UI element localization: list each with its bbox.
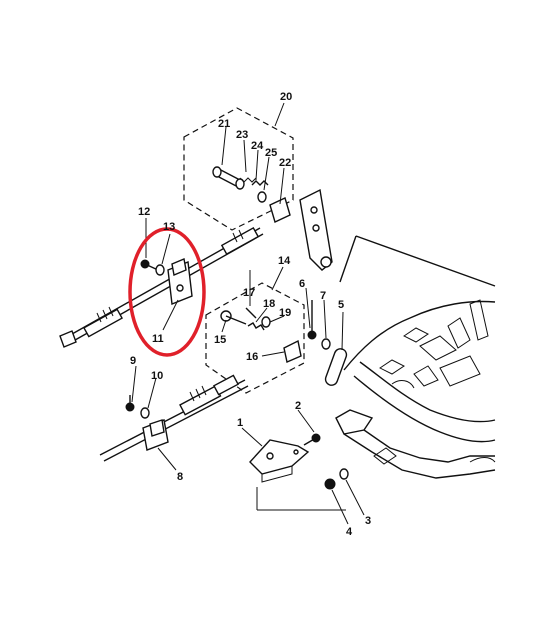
spring-23 xyxy=(239,177,257,183)
callout-8: 8 xyxy=(177,471,183,483)
bolt-12 xyxy=(140,259,159,271)
lower-shift-cable xyxy=(99,374,249,462)
joint-16 xyxy=(283,339,302,363)
bolt-17 xyxy=(245,307,257,319)
callout-21: 21 xyxy=(218,118,230,130)
callout-15: 15 xyxy=(214,334,226,346)
callout-19: 19 xyxy=(279,307,291,319)
callout-9: 9 xyxy=(130,355,136,367)
highlight-ellipse xyxy=(128,227,206,357)
group-20-dashed-box xyxy=(183,102,294,231)
callout-22: 22 xyxy=(279,157,291,169)
bolt-2 xyxy=(303,433,321,446)
callout-23: 23 xyxy=(236,129,248,141)
pin-15 xyxy=(220,310,247,325)
callout-1: 1 xyxy=(237,417,243,429)
callout-13: 13 xyxy=(163,221,175,233)
upper-throttle-cable xyxy=(59,226,264,348)
washer-10 xyxy=(140,407,150,419)
callout-12: 12 xyxy=(138,206,150,218)
leader-lines xyxy=(131,126,365,525)
callout-11: 11 xyxy=(152,333,164,345)
callout-14: 14 xyxy=(278,255,291,267)
callout-2: 2 xyxy=(295,400,301,412)
callout-3: 3 xyxy=(365,515,371,527)
callout-4: 4 xyxy=(346,526,353,538)
bracket-8 xyxy=(142,419,169,451)
pin-21 xyxy=(212,166,245,190)
nut-4 xyxy=(324,478,336,490)
callout-16: 16 xyxy=(246,351,258,363)
bolt-6 xyxy=(307,300,317,340)
callout-17: 17 xyxy=(243,287,255,299)
washer-7 xyxy=(321,338,331,350)
engine-housing xyxy=(335,235,496,479)
callout-20: 20 xyxy=(280,91,292,103)
callout-labels: 1 2 3 4 5 6 7 8 9 10 11 12 13 14 15 16 1… xyxy=(130,91,371,538)
callout-10: 10 xyxy=(151,370,163,382)
washer-13 xyxy=(155,264,165,276)
link-5 xyxy=(324,348,348,386)
throttle-arm xyxy=(299,188,333,271)
bolt-9 xyxy=(125,395,135,412)
callout-18: 18 xyxy=(263,298,275,310)
washer-3 xyxy=(339,468,349,480)
bracket-11 xyxy=(167,258,193,305)
plate-1 xyxy=(249,439,310,507)
callout-7: 7 xyxy=(320,290,326,302)
group-14-dashed-box xyxy=(205,266,305,394)
callout-25: 25 xyxy=(265,147,277,159)
callout-24: 24 xyxy=(251,140,264,152)
callout-6: 6 xyxy=(299,278,305,290)
spring-18 xyxy=(247,322,265,331)
washer-25 xyxy=(257,191,267,203)
callout-5: 5 xyxy=(338,299,344,311)
washer-19 xyxy=(261,316,271,328)
